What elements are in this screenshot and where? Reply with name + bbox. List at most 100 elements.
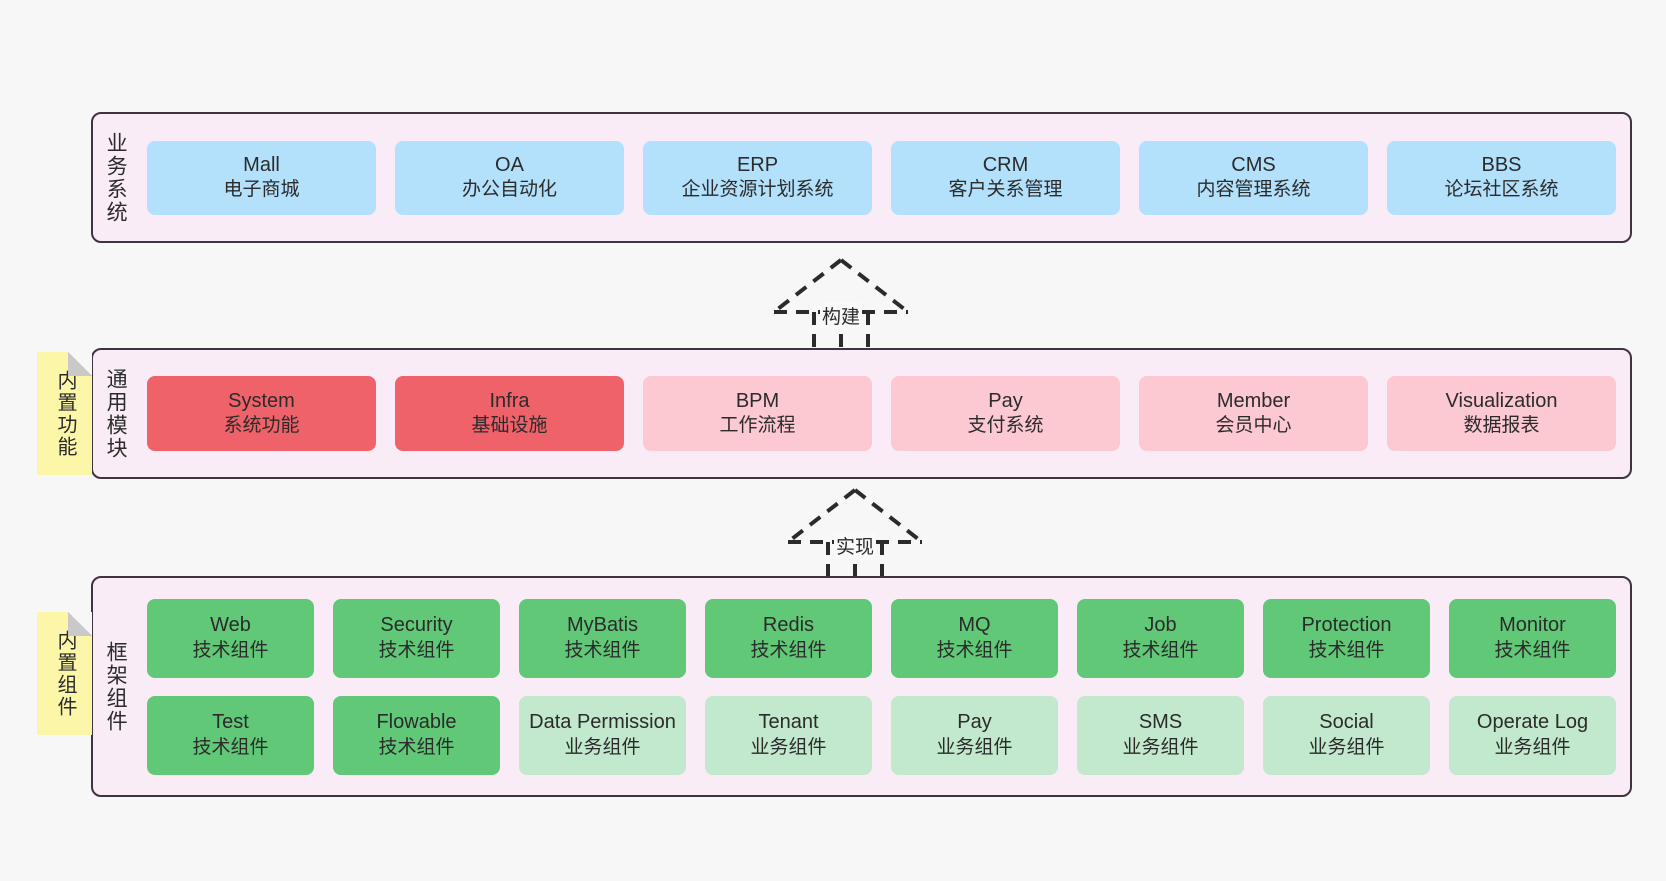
node-subtitle: 业务组件 (1308, 736, 1385, 758)
connector-implement: 实现 (770, 486, 940, 582)
node-title: Visualization (1445, 389, 1558, 412)
business-node-crm[interactable]: CRM 客户关系管理 (891, 140, 1120, 215)
node-title: Operate Log (1476, 711, 1589, 734)
connector-build-label: 构建 (819, 302, 863, 329)
node-title: Monitor (1499, 614, 1566, 637)
layer-business-systems-label: 业务系统 (104, 131, 128, 224)
node-title: Tenant (758, 711, 819, 734)
node-subtitle: 基础设施 (471, 415, 548, 437)
node-title: System (228, 389, 295, 412)
connector-implement-label: 实现 (833, 532, 877, 559)
node-subtitle: 企业资源计划系统 (681, 179, 834, 201)
node-title: MyBatis (566, 614, 639, 637)
node-subtitle: 电子商城 (223, 179, 300, 201)
business-node-oa[interactable]: OA 办公自动化 (395, 140, 624, 215)
node-subtitle: 业务组件 (564, 736, 641, 758)
node-title: Pay (957, 711, 992, 734)
module-node-pay[interactable]: Pay 支付系统 (891, 376, 1120, 451)
node-subtitle: 业务组件 (1122, 736, 1199, 758)
node-title: BBS (1481, 153, 1522, 176)
node-subtitle: 内容管理系统 (1196, 179, 1311, 201)
node-title: Pay (988, 389, 1023, 412)
node-title: Job (1144, 614, 1177, 637)
node-subtitle: 会员中心 (1215, 415, 1292, 437)
layer-common-modules-label: 通用模块 (104, 367, 128, 460)
node-title: MQ (958, 614, 991, 637)
node-subtitle: 技术组件 (750, 639, 827, 661)
node-title: SMS (1138, 711, 1183, 734)
sticky-note-built-in-components: 内置组件 (37, 612, 92, 735)
node-subtitle: 支付系统 (967, 415, 1044, 437)
node-title: Security (380, 614, 453, 637)
node-title: ERP (736, 153, 779, 176)
node-title: Flowable (376, 711, 457, 734)
node-title: Social (1319, 711, 1374, 734)
module-node-system[interactable]: System 系统功能 (147, 376, 376, 451)
node-title: CMS (1231, 153, 1276, 176)
node-title: Data Permission (529, 711, 676, 734)
node-title: OA (495, 153, 524, 176)
node-title: Member (1216, 389, 1291, 412)
layer-framework-components-label: 框架组件 (104, 640, 128, 733)
node-subtitle: 技术组件 (378, 639, 455, 661)
node-title: BPM (735, 389, 780, 412)
node-title: Protection (1301, 614, 1392, 637)
module-node-member[interactable]: Member 会员中心 (1139, 376, 1368, 451)
node-subtitle: 客户关系管理 (948, 179, 1063, 201)
node-title: CRM (982, 153, 1029, 176)
node-subtitle: 技术组件 (1122, 639, 1199, 661)
node-subtitle: 业务组件 (1494, 736, 1571, 758)
node-subtitle: 技术组件 (192, 736, 269, 758)
node-subtitle: 数据报表 (1463, 415, 1540, 437)
connector-sides-implement (826, 542, 884, 582)
node-subtitle: 系统功能 (223, 415, 300, 437)
business-node-cms[interactable]: CMS 内容管理系统 (1139, 140, 1368, 215)
business-node-erp[interactable]: ERP 企业资源计划系统 (643, 140, 872, 215)
node-subtitle: 技术组件 (1308, 639, 1385, 661)
node-subtitle: 技术组件 (1494, 639, 1571, 661)
node-subtitle: 技术组件 (378, 736, 455, 758)
sticky-note-built-in-features: 内置功能 (37, 352, 92, 475)
connector-sides-build (812, 312, 870, 352)
node-subtitle: 工作流程 (719, 415, 796, 437)
node-title: Redis (762, 614, 815, 637)
node-subtitle: 技术组件 (192, 639, 269, 661)
node-title: Test (212, 711, 249, 734)
node-subtitle: 业务组件 (750, 736, 827, 758)
node-subtitle: 技术组件 (936, 639, 1013, 661)
node-subtitle: 办公自动化 (461, 179, 557, 201)
module-node-bpm[interactable]: BPM 工作流程 (643, 376, 872, 451)
node-title: Web (210, 614, 251, 637)
module-node-visualization[interactable]: Visualization 数据报表 (1387, 376, 1616, 451)
